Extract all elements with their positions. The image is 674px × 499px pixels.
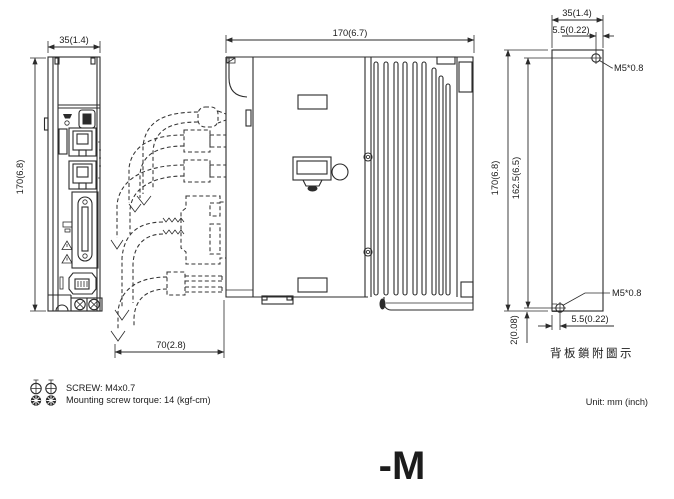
cable-clearance-label: 70(2.8) xyxy=(156,340,185,350)
plate-height-label: 170(6.8) xyxy=(490,161,500,196)
heatsink-screw-bottom xyxy=(363,247,373,257)
screw-spec-note: SCREW: M4x0.7 xyxy=(66,383,135,393)
model-label: -M xyxy=(379,444,426,488)
plate-height-dimension: 170(6.8) xyxy=(490,49,548,312)
lower-label-plate xyxy=(297,277,328,293)
plate-hole-span-dimension: 162.5(6.5) xyxy=(511,57,591,309)
cable-clearance-dimension: 70(2.8) xyxy=(114,300,225,358)
top-screw-callout: M5*0.8 xyxy=(599,60,643,73)
usb-cable xyxy=(136,106,227,206)
plate-bottom-gap-dimension: 2(0.08) xyxy=(509,311,530,345)
rj45-port-2 xyxy=(68,160,97,190)
back-plate xyxy=(551,49,604,312)
unit-note: Unit: mm (inch) xyxy=(586,397,648,407)
torque-spec-note: Mounting screw torque: 14 (kgf-cm) xyxy=(66,395,211,405)
plate-bottom-offset-dimension: 5.5(0.22) xyxy=(538,314,614,330)
rj45-port-1 xyxy=(68,127,97,157)
front-height-label: 170(6.8) xyxy=(15,160,25,195)
plate-top-offset-label: 5.5(0.22) xyxy=(552,25,589,35)
top-screw-label: M5*0.8 xyxy=(614,63,643,73)
top-mounting-hole xyxy=(590,52,602,64)
heatsink-screw-top xyxy=(363,152,373,162)
plate-width-dimension: 35(1.4) xyxy=(551,8,604,48)
side-view: 170(6.7) xyxy=(110,28,475,358)
cn1-connector xyxy=(71,191,99,269)
side-view-body xyxy=(225,56,474,311)
bottom-screw-label: M5*0.8 xyxy=(612,288,641,298)
cn1-cable xyxy=(114,195,227,321)
encoder-cable xyxy=(110,271,223,342)
cn2-connector xyxy=(68,272,97,295)
side-connector xyxy=(292,156,349,192)
front-view: 35(1.4) 170(6.8) xyxy=(15,35,103,312)
rj45-cable-1 xyxy=(128,129,227,213)
plate-bottom-gap-label: 2(0.08) xyxy=(509,315,519,344)
port-bracket xyxy=(98,141,101,179)
front-view-body xyxy=(43,56,103,312)
mounting-screw-icon xyxy=(30,395,42,406)
plate-top-offset-dimension: 5.5(0.22) xyxy=(552,25,614,52)
pan-head-screw-icon xyxy=(30,379,42,395)
bottom-screw-callout: M5*0.8 xyxy=(563,288,641,306)
charge-icon xyxy=(63,114,72,119)
side-glyph xyxy=(59,276,64,290)
plate-hole-span-label: 162.5(6.5) xyxy=(511,157,521,199)
front-slot xyxy=(58,128,68,155)
bottom-notch xyxy=(55,304,69,312)
upper-label-plate xyxy=(297,94,328,110)
label-icons xyxy=(62,221,73,233)
ground-terminal-screws xyxy=(70,297,103,312)
side-depth-label: 170(6.7) xyxy=(333,28,368,38)
rj45-cable-2 xyxy=(110,159,227,250)
front-height-dimension: 170(6.8) xyxy=(15,57,46,312)
bottom-connector xyxy=(261,295,294,305)
notes: SCREW: M4x0.7 Mounting screw torque: 14 … xyxy=(30,379,648,407)
heatsink-fins xyxy=(373,56,456,296)
bottom-heatsink-block xyxy=(379,297,474,311)
back-plate-view: M5*0.8 M5*0.8 35(1.4) 5.5(0.22) 170(6.8) xyxy=(490,8,643,360)
pan-head-screw-icon xyxy=(45,379,57,395)
warning-triangle-icons xyxy=(61,240,73,264)
bottom-mounting-hole xyxy=(552,302,566,314)
mini-usb-port xyxy=(78,109,96,129)
plate-width-label: 35(1.4) xyxy=(562,8,591,18)
back-plate-caption: 背板鎖附圖示 xyxy=(550,346,634,360)
cable-bundle xyxy=(110,106,227,342)
plate-bottom-offset-label: 5.5(0.22) xyxy=(571,314,608,324)
mounting-screw-icon xyxy=(45,395,57,406)
led-indicator xyxy=(64,120,70,126)
side-depth-dimension: 170(6.7) xyxy=(225,28,475,53)
front-width-dimension: 35(1.4) xyxy=(47,35,101,53)
front-width-label: 35(1.4) xyxy=(59,35,88,45)
